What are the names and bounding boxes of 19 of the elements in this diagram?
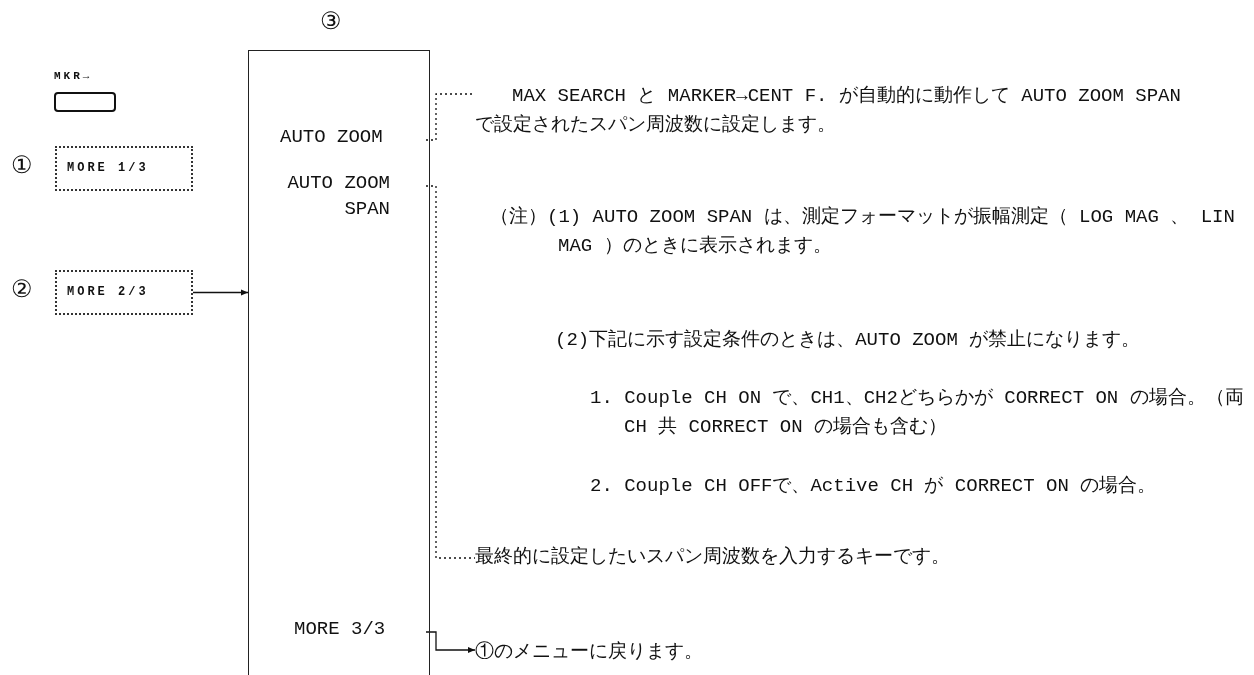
callout-number: ② <box>11 278 33 304</box>
callout-number: ① <box>11 154 33 180</box>
key-label: MKR→ <box>54 70 93 82</box>
menu-key: MORE 1/3 <box>55 146 193 191</box>
description-text: ①のメニューに戻ります。 <box>475 638 1250 667</box>
note-text: 1. Couple CH ON で、CH1、CH2どちらかが CORRECT ON の場合。（両 CH 共 CORRECT ON の場合も含む） <box>590 386 1245 440</box>
description-text: MAX SEARCH と MARKER→CENT F. が自動的に動作して AUTO ZOOM SPAN で設定されたスパン周波数に設定します。 <box>475 82 1195 140</box>
menu-key: MORE 2/3 <box>55 270 193 315</box>
note-text: （注）(1) AUTO ZOOM SPAN は、測定フォーマットが振幅測定（ LOG MAG 、 LIN MAG ）のときに表示されます。 <box>490 205 1236 259</box>
softkey-label: AUTO ZOOM <box>248 118 426 158</box>
softkey-label: AUTO ZOOM SPAN <box>248 164 426 228</box>
note-text: (2)下記に示す設定条件のときは、AUTO ZOOM が禁止になります。 <box>555 328 1142 353</box>
leader-line <box>425 185 476 559</box>
softkey-label: MORE 3/3 <box>248 610 426 650</box>
description-text: 最終的に設定したいスパン周波数を入力するキーです。 <box>475 543 1250 572</box>
arrow <box>192 289 249 296</box>
arrow <box>425 631 476 653</box>
note-text: 2. Couple CH OFFで、Active CH が CORRECT ON の場合。 <box>590 474 1158 499</box>
panel-number: ③ <box>320 10 342 36</box>
